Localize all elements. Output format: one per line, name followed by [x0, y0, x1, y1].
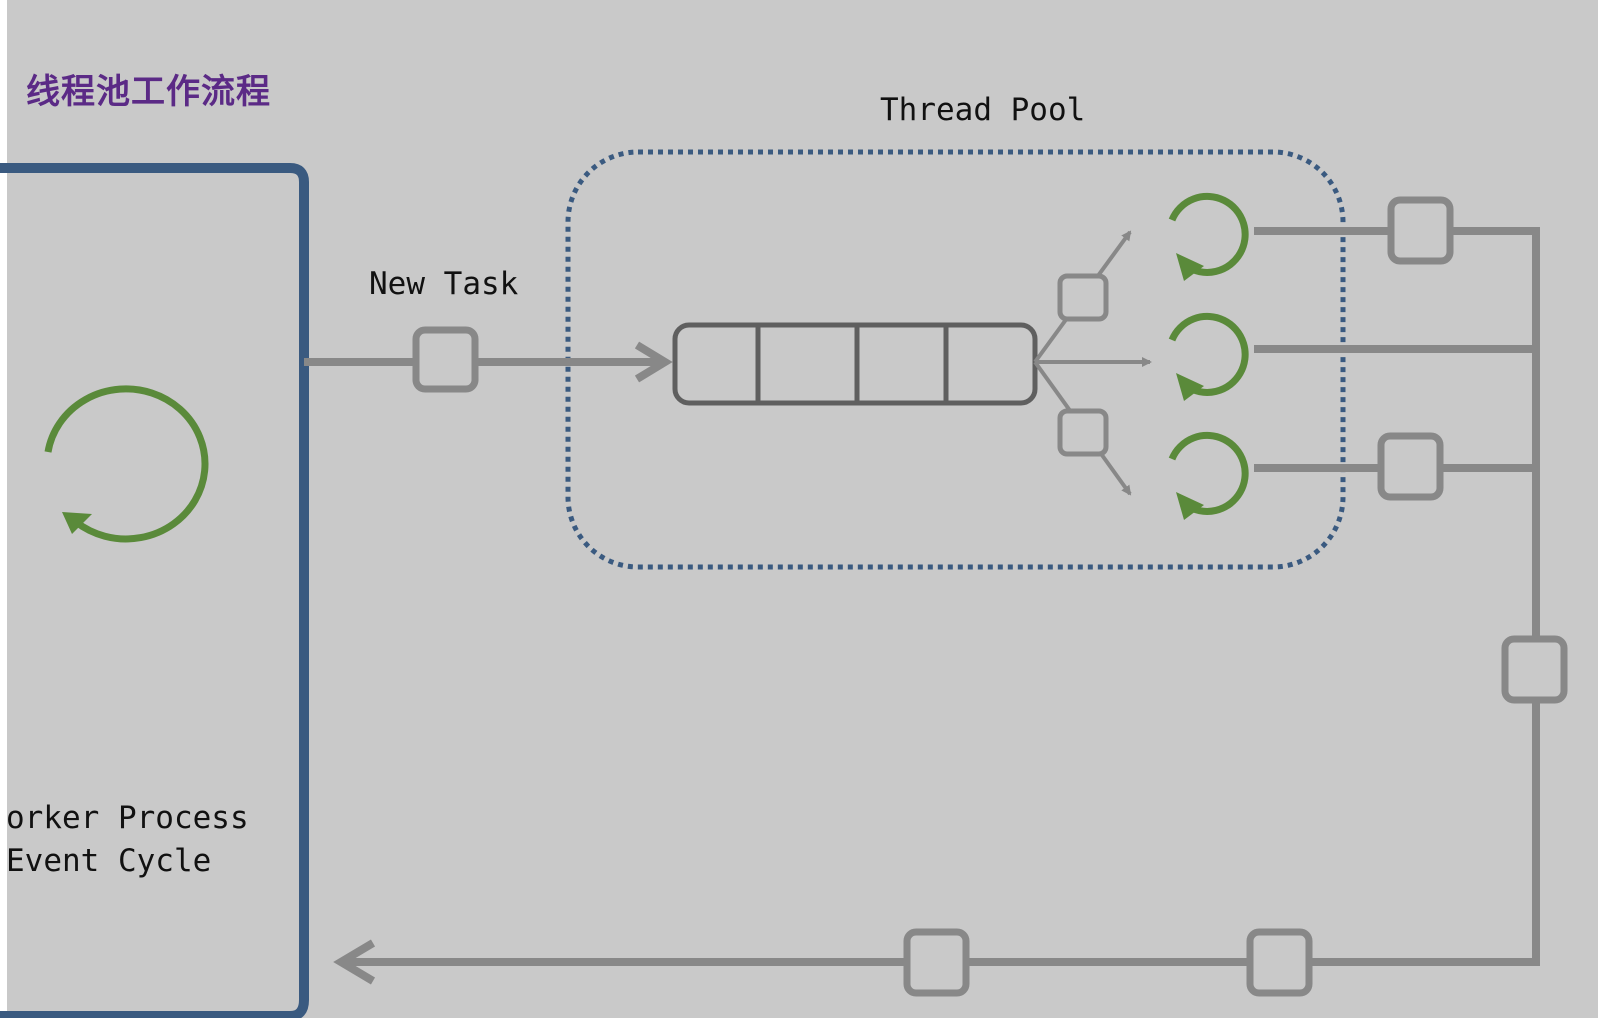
thread-cycle-icon-3	[1168, 431, 1249, 520]
event-cycle-icon	[44, 385, 209, 543]
worker-process-label: orker Process	[6, 800, 249, 836]
window-edge	[0, 0, 7, 1018]
return-arrow-head	[333, 939, 376, 985]
event-cycle-label: Event Cycle	[6, 843, 212, 879]
new-task-label: New Task	[369, 266, 519, 302]
thread-cycle-icon-1	[1168, 192, 1249, 281]
result-task-square-icon-5	[903, 928, 970, 997]
dispatched-task-square-icon-top	[1057, 273, 1109, 322]
result-task-square-icon-4	[1246, 928, 1313, 997]
new-task-square-icon	[412, 326, 479, 393]
result-task-square-icon-3	[1501, 635, 1568, 704]
task-queue	[672, 322, 1038, 406]
dispatched-task-square-icon-bottom	[1057, 408, 1109, 457]
result-task-square-icon-1	[1387, 196, 1454, 265]
page-title: 线程池工作流程	[26, 72, 271, 112]
thread-cycle-icon-2	[1168, 312, 1249, 401]
thread-pool-label: Thread Pool	[880, 92, 1086, 128]
result-task-square-icon-2	[1377, 432, 1444, 501]
result-lines	[345, 227, 1540, 966]
worker-process-box	[0, 163, 309, 1018]
new-task-arrow-head	[634, 341, 673, 383]
